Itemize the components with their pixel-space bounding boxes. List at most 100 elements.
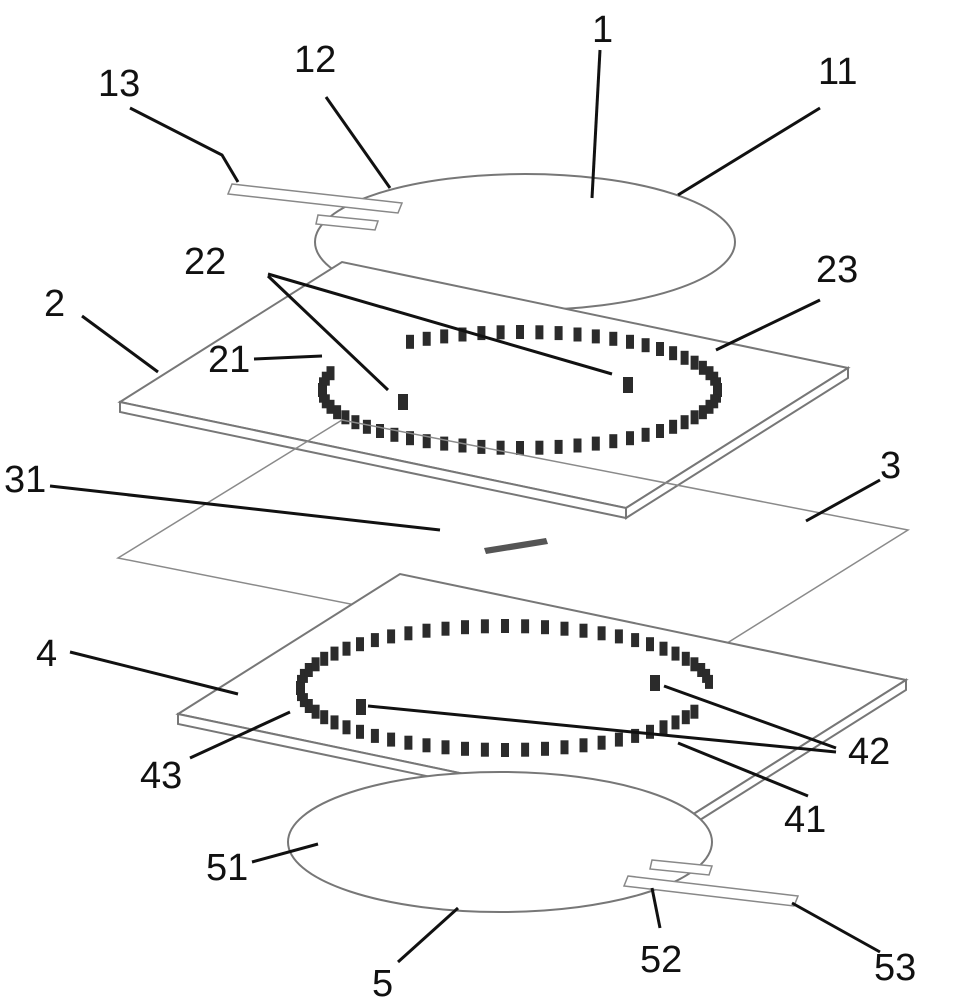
leader-11 [677,106,821,197]
lower-ring-via [304,699,313,713]
leader-43 [189,710,291,760]
lower-ring-via [646,637,654,652]
lower-ring-via [299,668,308,683]
lower-ring-via [560,740,569,755]
upper-ring-via [390,427,399,442]
bottom-feed-stub [649,859,714,876]
lower-ring-via [579,623,588,638]
lower-ring-via [342,720,351,735]
lower-via-ring [296,619,713,757]
lower-ring-via [560,621,569,636]
label-43: 43 [140,755,182,797]
upper-ring-via [535,440,544,455]
lower-ring-via [422,738,431,753]
upper-ring-via [496,325,505,340]
label-31: 31 [4,459,46,501]
label-5: 5 [372,963,393,1000]
lower-ring-via [404,626,413,641]
upper-ring-via [705,399,714,414]
leader-1 [590,49,602,199]
lower-ring-via [690,657,699,672]
upper-ring-via [573,438,582,453]
upper-feed-via-left [398,394,408,410]
upper-ring-via [656,424,664,438]
lower-substrate-layer [175,572,909,832]
upper-ring-via [656,342,664,356]
leader-2 [81,314,159,374]
top-feed-strip [226,183,404,214]
label-4: 4 [36,633,57,675]
lower-ring-via [631,728,640,743]
lower-ring-via [501,619,509,633]
bottom-feed-strip [622,875,800,907]
label-1: 1 [592,9,613,51]
upper-substrate-side [625,366,849,520]
leader-22a [266,274,390,392]
lower-ring-via [681,651,690,666]
upper-ring-via [669,346,678,361]
upper-ring-via [591,329,600,344]
lower-ring-via [579,738,588,753]
upper-feed-via-right [623,377,633,393]
upper-ring-via [422,331,431,346]
lower-ring-via [441,621,450,636]
upper-ring-via [362,419,371,434]
upper-via-ring [318,325,722,455]
lower-ring-via [541,741,549,756]
upper-ring-via [477,326,486,341]
upper-ring-via [440,329,449,344]
upper-ring-via [573,327,582,342]
lower-ring-via [480,619,489,634]
lower-ring-via [461,741,469,756]
upper-ring-via [406,334,414,349]
upper-ring-via [333,405,342,420]
lower-ring-via [304,663,313,677]
lower-ring-via [501,743,509,757]
upper-ring-via [609,434,618,449]
leader-51 [251,842,319,864]
leader-22b [267,272,613,376]
lower-ring-via [320,710,329,725]
lower-ring-via [690,704,699,719]
lower-ring-via [480,742,489,757]
upper-ring-via [535,325,544,340]
label-13: 13 [98,63,140,105]
label-42: 42 [848,731,890,773]
upper-ring-via [406,431,414,446]
upper-ring-via [669,419,678,434]
leader-42a [663,684,837,750]
upper-ring-via [609,331,618,346]
label-2: 2 [44,283,65,325]
upper-ring-via [680,350,689,365]
lower-ring-via [541,620,549,635]
label-52: 52 [640,939,682,981]
lower-ring-via [404,735,413,750]
leader-21 [253,354,323,361]
lower-ring-via [681,710,690,725]
lower-ring-via [521,619,530,634]
label-23: 23 [816,249,858,291]
lower-ring-via [671,646,680,661]
upper-ring-via [641,338,650,353]
leader-3 [805,478,881,523]
label-22: 22 [184,241,226,283]
lower-ring-via [422,623,431,638]
lower-ring-via [614,629,623,644]
lower-ring-via [597,626,606,641]
upper-ring-via [376,424,384,438]
upper-ring-via [458,327,467,342]
label-11: 11 [818,51,857,93]
leader-53 [791,901,881,954]
lower-ring-via [387,732,396,747]
lower-ring-via [330,715,339,730]
upper-ring-via [321,371,330,386]
lower-ring-via [320,651,329,666]
leader-13 [129,106,240,183]
top-patch-layer [226,173,736,311]
leader-41 [677,741,809,798]
upper-ring-via [516,441,524,455]
lower-ring-via [646,724,654,739]
leader-23 [715,298,821,352]
bottom-circular-patch [287,771,713,913]
